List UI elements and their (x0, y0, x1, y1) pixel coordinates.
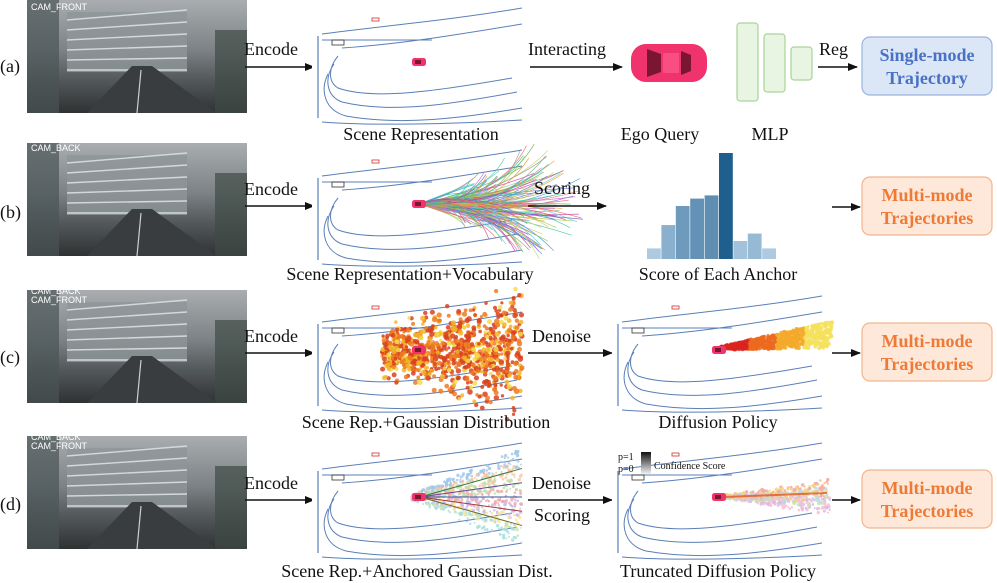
reg-arrow: Reg (818, 39, 858, 71)
confidence-score-legend: p=1 p=0 Confidence Score (618, 452, 726, 475)
row-label-c: (c) (0, 347, 20, 368)
single-mode-line-2: Trajectory (886, 68, 968, 88)
score-bar (762, 248, 776, 259)
encode-label-c: Encode (244, 326, 298, 346)
camera-label-a-front: CAM_FRONT (31, 2, 88, 12)
single-mode-line-1: Single-mode (879, 45, 974, 65)
legend-title: Confidence Score (654, 461, 726, 472)
score-bar (747, 233, 762, 259)
camera-label-d-back: CAM_BACK (31, 432, 81, 442)
camera-label-c-front: CAM_FRONT (31, 295, 88, 305)
interacting-arrow: Interacting (528, 39, 623, 71)
ego-query-caption: Ego Query (621, 124, 699, 144)
encode-label-d: Encode (244, 473, 298, 493)
scene-map-a (311, 7, 523, 125)
multi-mode-d-line-2: Trajectories (881, 501, 974, 521)
row-label-d: (d) (0, 494, 21, 515)
ego-car-icon (631, 44, 707, 82)
scoring-label-d: Scoring (534, 505, 590, 525)
reg-label: Reg (819, 39, 848, 59)
multi-mode-b-line-1: Multi-mode (882, 185, 973, 205)
truncated-policy-caption: Truncated Diffusion Policy (620, 561, 816, 581)
row-label-a: (a) (0, 56, 20, 77)
scene-caption-b: Scene Representation+Vocabulary (286, 264, 533, 284)
scene-caption-a: Scene Representation (343, 124, 498, 144)
multi-mode-b-line-2: Trajectories (881, 208, 974, 228)
encode-label-b: Encode (244, 179, 298, 199)
camera-image-b: CAM_BACK (26, 142, 248, 257)
multi-mode-box-d: Multi-mode Trajectories (861, 469, 993, 529)
diffusion-policy-caption: Diffusion Policy (658, 412, 777, 432)
score-bar (661, 225, 676, 259)
anchored-gaussian-cloud (410, 449, 524, 544)
denoise-label-d: Denoise (532, 473, 591, 493)
legend-p1: p=1 (618, 452, 634, 463)
score-bar (675, 206, 690, 259)
truncated-diffusion-scene (611, 442, 832, 560)
encode-arrow-a: Encode (244, 39, 315, 71)
camera-label-d-front: CAM_FRONT (31, 441, 88, 451)
anchor-score-histogram (647, 153, 776, 259)
scene-map-c (311, 286, 525, 422)
multi-mode-box-b: Multi-mode Trajectories (861, 176, 993, 236)
mlp-caption: MLP (751, 124, 788, 144)
encode-arrow-c: Encode (244, 326, 315, 357)
row-label-b: (b) (0, 202, 21, 223)
scoring-arrow: Scoring (528, 178, 607, 210)
interacting-label: Interacting (528, 39, 606, 59)
score-bar (647, 248, 661, 259)
gaussian-noise-cloud (379, 286, 525, 422)
camera-image-d: CAM_BACK CAM_FRONT (26, 432, 248, 550)
multi-mode-box-c: Multi-mode Trajectories (861, 322, 993, 382)
score-bar (690, 198, 704, 259)
score-caption: Score of Each Anchor (639, 264, 797, 284)
diffusion-policy-scene (611, 295, 835, 413)
scene-map-d (311, 442, 524, 560)
score-bar (733, 240, 748, 259)
score-bar (704, 195, 719, 259)
mlp-block (736, 22, 813, 102)
multi-mode-d-line-1: Multi-mode (882, 478, 973, 498)
multi-mode-c-line-2: Trajectories (881, 354, 974, 374)
encode-arrow-d: Encode (244, 473, 315, 504)
trajectory-vocabulary (419, 143, 584, 259)
scene-caption-d: Scene Rep.+Anchored Gaussian Dist. (281, 561, 553, 581)
multi-mode-c-line-1: Multi-mode (882, 331, 973, 351)
camera-image-c: CAM_BACK CAM_FRONT (26, 286, 248, 404)
denoise-scoring-arrow-d: Denoise Scoring (528, 473, 613, 525)
encode-label-a: Encode (244, 39, 298, 59)
encode-arrow-b: Encode (244, 179, 315, 210)
scene-caption-c: Scene Rep.+Gaussian Distribution (302, 412, 551, 432)
camera-label-b-back: CAM_BACK (31, 143, 81, 153)
denoise-arrow-c: Denoise (528, 326, 613, 357)
camera-label-c-back: CAM_BACK (31, 286, 81, 296)
scoring-label: Scoring (534, 178, 590, 198)
camera-image-a: CAM_FRONT (26, 0, 248, 114)
score-bar (719, 153, 733, 259)
legend-p0: p=0 (618, 464, 634, 475)
single-mode-trajectory-box: Single-mode Trajectory (861, 36, 993, 96)
denoise-label-c: Denoise (532, 326, 591, 346)
scene-map-b (311, 143, 584, 267)
